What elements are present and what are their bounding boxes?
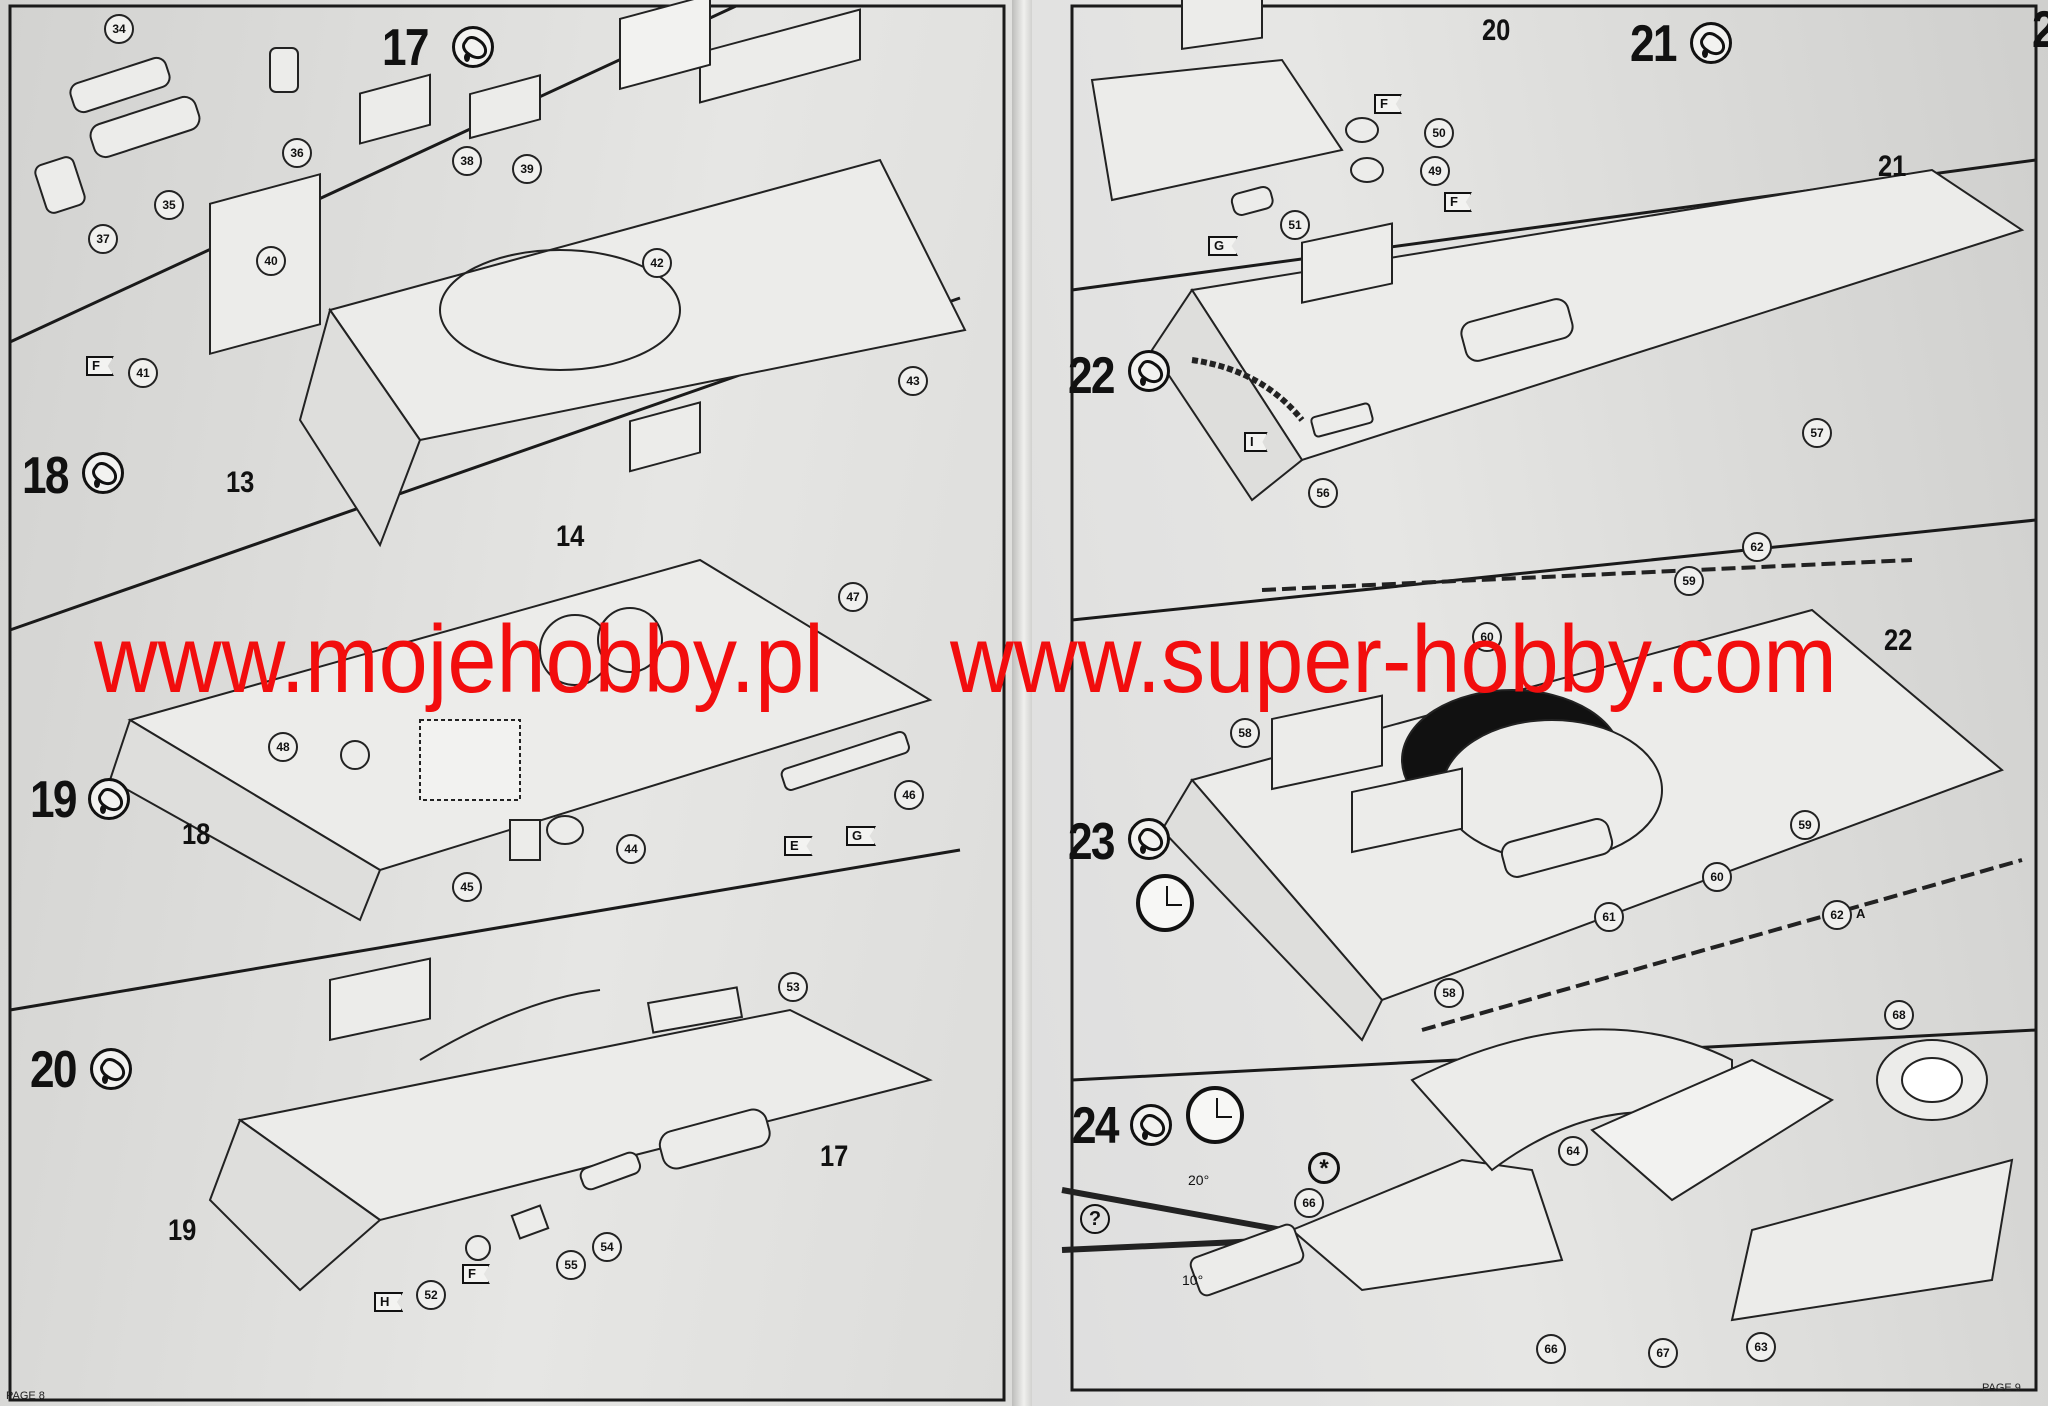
angle-20: 20°	[1188, 1172, 1210, 1188]
part-56: 56	[1308, 478, 1338, 508]
sprue-flag-f: F	[86, 356, 114, 376]
left-page: 17 18 19 20 34 35 36 37 38 39 40 41 42 4…	[0, 0, 1016, 1406]
part-38: 38	[452, 146, 482, 176]
step-number-21: 21	[1630, 15, 1677, 73]
step-number-17: 17	[382, 19, 429, 77]
step-number-24: 24	[1072, 1097, 1119, 1155]
label-20: 20	[1482, 14, 1511, 47]
watermark-right: www.super-hobby.com	[950, 606, 1837, 713]
step-number-22: 22	[1068, 347, 1115, 405]
left-page-panel-dividers	[8, 0, 1006, 1402]
label-17: 17	[820, 1140, 849, 1173]
step-21-drawing	[1090, 0, 1384, 216]
part-58-b: 58	[1434, 978, 1464, 1008]
right-page: 20 21 22 23 24 * ? 50 49 51 56 57 62 59 …	[1032, 0, 2048, 1406]
part-52: 52	[416, 1280, 446, 1310]
glue-icon	[452, 26, 494, 68]
label-14: 14	[556, 520, 585, 553]
part-45: 45	[452, 872, 482, 902]
part-59: 59	[1674, 566, 1704, 596]
part-36: 36	[282, 138, 312, 168]
step-number-20: 20	[30, 1041, 77, 1099]
part-62-a: 62	[1822, 900, 1852, 930]
part-51: 51	[1280, 210, 1310, 240]
angle-10: 10°	[1182, 1272, 1204, 1288]
step-19-drawing	[108, 401, 933, 922]
part-35: 35	[154, 190, 184, 220]
label-21: 21	[1878, 150, 1907, 183]
part-60: 60	[1472, 622, 1502, 652]
part-50: 50	[1424, 118, 1454, 148]
part-41: 41	[128, 358, 158, 388]
part-49: 49	[1420, 156, 1450, 186]
part-66: 66	[1294, 1188, 1324, 1218]
glue-icon	[82, 452, 124, 494]
clock-icon	[1136, 874, 1194, 932]
part-55: 55	[556, 1250, 586, 1280]
label-19: 19	[168, 1214, 197, 1247]
part-62: 62	[1742, 532, 1772, 562]
step-number-18: 18	[22, 447, 69, 505]
part-63: 63	[1746, 1332, 1776, 1362]
part-67: 67	[1648, 1338, 1678, 1368]
question-icon: ?	[1080, 1204, 1110, 1234]
glue-icon	[1128, 350, 1170, 392]
clock-icon	[1186, 1086, 1244, 1144]
part-66-b: 66	[1536, 1334, 1566, 1364]
step-number-23: 23	[1068, 813, 1115, 871]
step-number-20-right: 20	[2032, 0, 2048, 60]
star-icon: *	[1308, 1152, 1340, 1184]
label-18: 18	[182, 818, 211, 851]
part-60-b: 60	[1702, 862, 1732, 892]
page-number-right: PAGE 9	[1982, 1382, 2021, 1394]
part-64: 64	[1558, 1136, 1588, 1166]
glue-icon	[1690, 22, 1732, 64]
label-13: 13	[226, 466, 255, 499]
part-61: 61	[1594, 902, 1624, 932]
page-number-left: PAGE 8	[6, 1390, 45, 1402]
step-number-19: 19	[30, 771, 77, 829]
part-47: 47	[838, 582, 868, 612]
step-20-drawing	[208, 957, 933, 1292]
glue-icon	[90, 1048, 132, 1090]
part-59-b: 59	[1790, 810, 1820, 840]
suffix-a: A	[1856, 906, 1866, 921]
part-68: 68	[1884, 1000, 1914, 1030]
part-42: 42	[642, 248, 672, 278]
part-53: 53	[778, 972, 808, 1002]
step-17-drawing	[34, 0, 967, 548]
part-37: 37	[88, 224, 118, 254]
part-46: 46	[894, 780, 924, 810]
part-48: 48	[268, 732, 298, 762]
part-39: 39	[512, 154, 542, 184]
part-58: 58	[1230, 718, 1260, 748]
label-22: 22	[1884, 624, 1913, 657]
right-page-panel-dividers	[1061, 0, 2038, 1392]
glue-icon	[1130, 1104, 1172, 1146]
part-57: 57	[1802, 418, 1832, 448]
part-54: 54	[592, 1232, 622, 1262]
glue-icon	[88, 778, 130, 820]
part-43: 43	[898, 366, 928, 396]
step-24-drawing	[1061, 1028, 2014, 1322]
part-34: 34	[104, 14, 134, 44]
part-44: 44	[616, 834, 646, 864]
glue-icon	[1128, 818, 1170, 860]
step-23-drawing	[1160, 558, 2023, 1042]
watermark-left: www.mojehobby.pl	[94, 606, 824, 713]
part-40: 40	[256, 246, 286, 276]
